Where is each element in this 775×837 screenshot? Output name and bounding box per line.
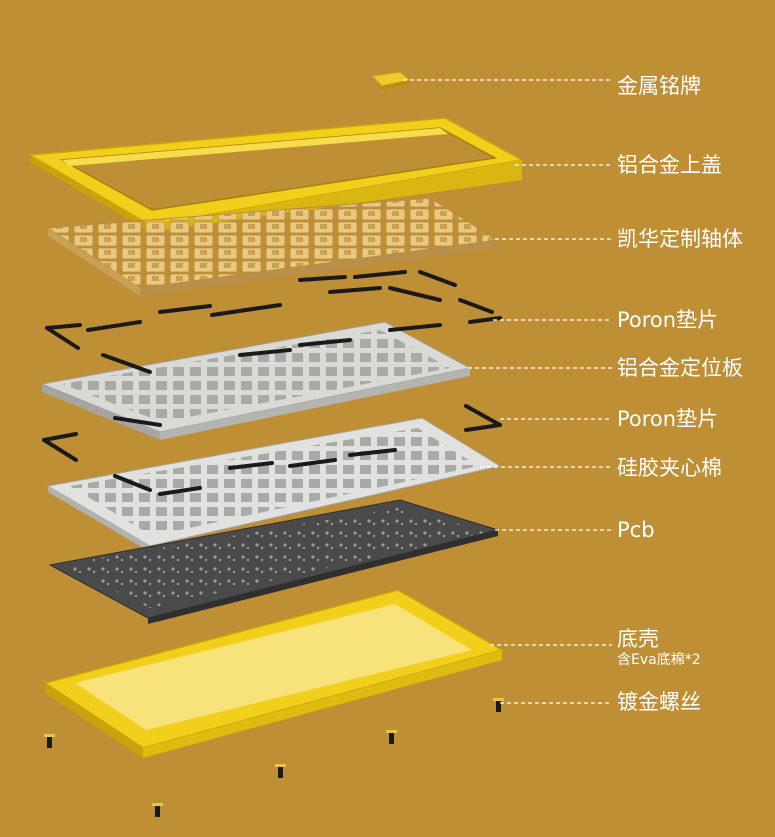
screw-icon (275, 764, 286, 778)
label-top-case: 铝合金上盖 (617, 153, 722, 177)
label-silicone-foam: 硅胶夹心棉 (617, 456, 722, 480)
label-bottom-case: 底壳 (617, 627, 659, 651)
label-nameplate: 金属铭牌 (617, 74, 701, 98)
label-poron-top: Poron垫片 (617, 308, 719, 332)
label-bottom-case-note: 含Eva底棉*2 (617, 652, 701, 668)
label-pcb: Pcb (617, 518, 655, 542)
label-poron-bottom: Poron垫片 (617, 407, 719, 431)
label-screws: 镀金螺丝 (617, 690, 701, 714)
screw-icon (152, 803, 163, 817)
silicone-foam (46, 417, 502, 552)
pcb (48, 499, 500, 624)
label-plate: 铝合金定位板 (617, 356, 743, 380)
nameplate (370, 71, 412, 90)
aluminum-plate (40, 321, 472, 440)
poron-gasket-top (45, 270, 502, 350)
screw-icon (386, 730, 397, 744)
switches (46, 197, 499, 296)
leader-lines (403, 79, 612, 704)
top-case (27, 117, 525, 232)
poron-gasket-bottom (42, 404, 502, 462)
screws (44, 698, 504, 817)
bottom-case (43, 589, 504, 758)
screw-icon (493, 698, 504, 712)
label-switches: 凯华定制轴体 (617, 227, 743, 251)
screw-icon (44, 734, 55, 748)
